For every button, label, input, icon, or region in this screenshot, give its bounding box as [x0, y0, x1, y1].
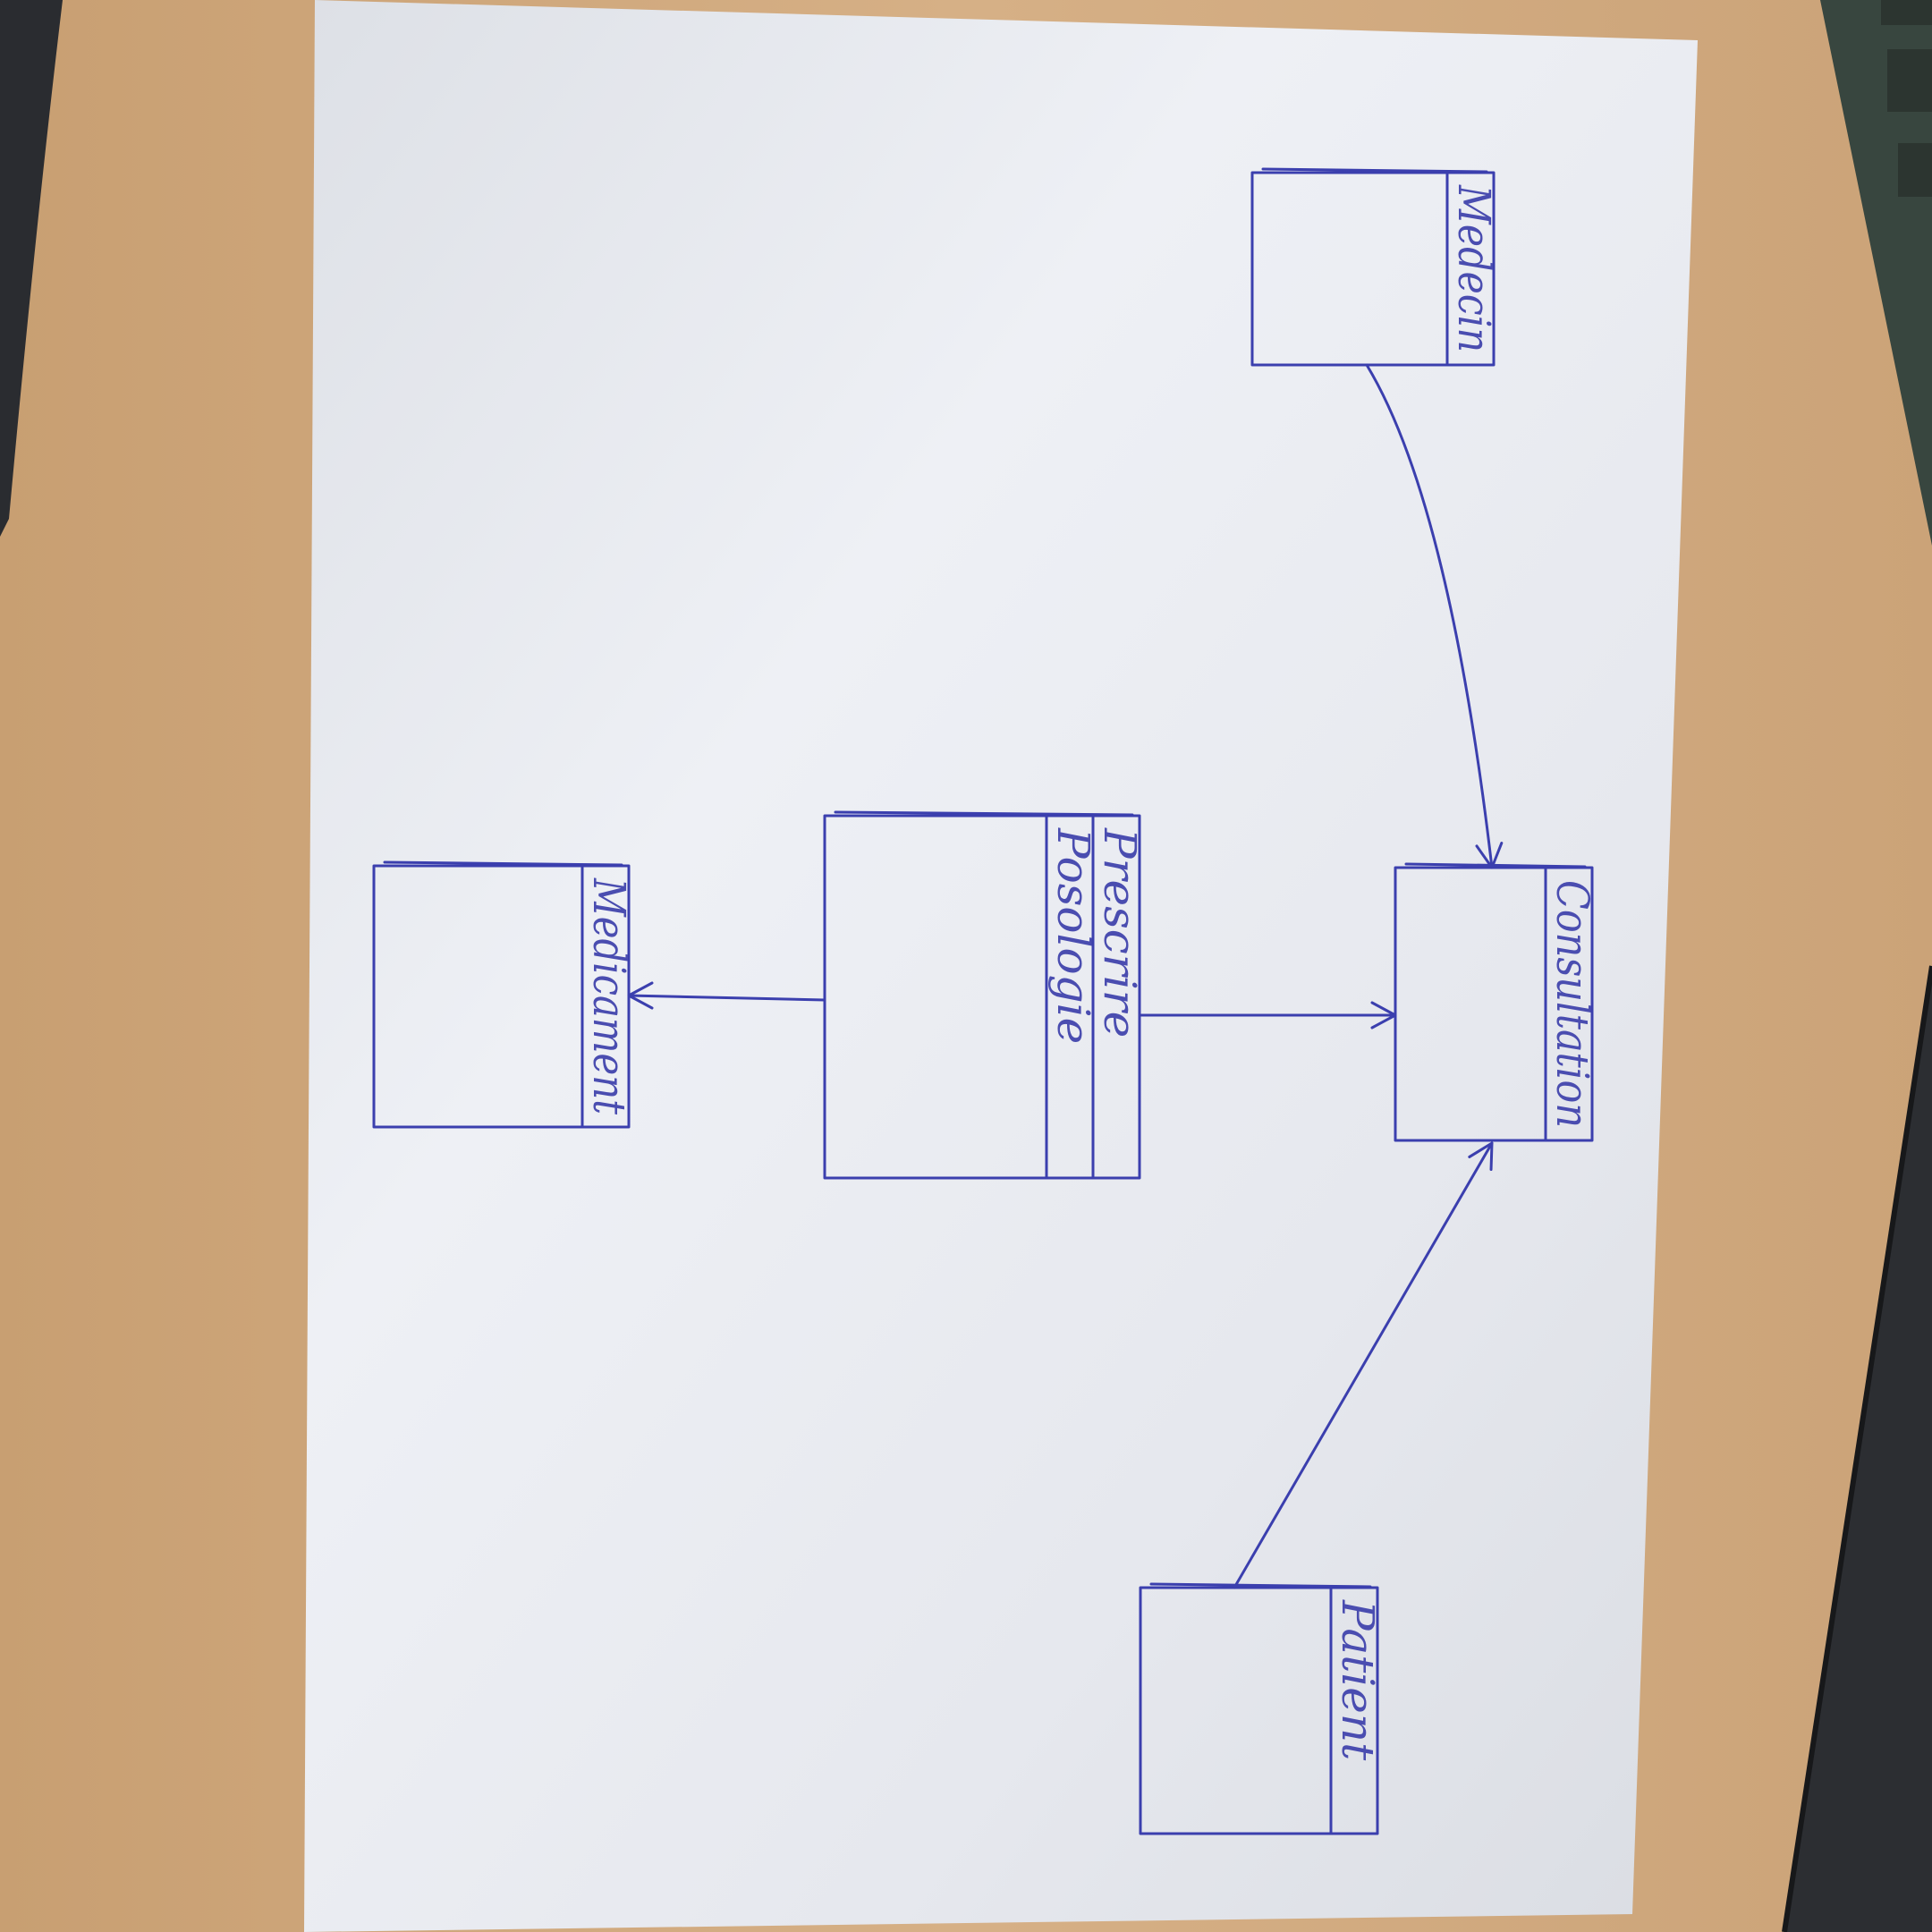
class-name-medicament: Medicament [583, 877, 635, 1115]
class-medicament: Medicament [372, 860, 635, 1129]
sketch-stroke [1149, 1582, 1372, 1589]
sketch-stroke [383, 860, 623, 867]
dark-object-left [0, 0, 63, 537]
class-name-consultation: Consultation [1546, 880, 1598, 1128]
class-consultation-box [1394, 866, 1594, 1142]
class-prescription-box [823, 814, 1141, 1180]
sketch-stroke [834, 810, 1134, 817]
relation-medecin-consultation [1365, 363, 1504, 869]
paper-sheet [304, 0, 1698, 1932]
relation-line [1365, 363, 1494, 869]
keyboard-key-1 [1881, 0, 1932, 25]
class-attribute-prescription: Prescrire [1094, 827, 1146, 1038]
class-patient-box [1139, 1586, 1379, 1835]
relation-prescription-medicament [627, 981, 826, 1010]
arrowhead-icon [1475, 842, 1504, 869]
class-consultation: Consultation [1394, 862, 1598, 1142]
relation-prescription-consultation [1138, 1001, 1397, 1030]
relation-line [1233, 1141, 1494, 1589]
class-name-patient: Patient [1332, 1599, 1384, 1761]
class-medecin: Medecin [1250, 167, 1500, 367]
sketch-stroke [1404, 862, 1587, 869]
arrowhead-icon [1468, 1141, 1494, 1172]
sketch-stroke [1261, 167, 1488, 174]
arrowhead-icon [1370, 1001, 1397, 1030]
class-patient: Patient [1139, 1582, 1384, 1835]
class-name-medecin: Medecin [1448, 184, 1500, 352]
keyboard-key-2 [1887, 49, 1932, 112]
keyboard-top-right-icon [1820, 0, 1932, 546]
relation-line [627, 994, 826, 1002]
laptop-edge [1782, 965, 1932, 1932]
keyboard-key-3 [1898, 143, 1932, 197]
relation-patient-consultation [1233, 1141, 1494, 1589]
class-medecin-box [1250, 171, 1496, 367]
class-attribute-prescription: Posologie [1047, 827, 1099, 1044]
arrowhead-icon [627, 981, 654, 1010]
